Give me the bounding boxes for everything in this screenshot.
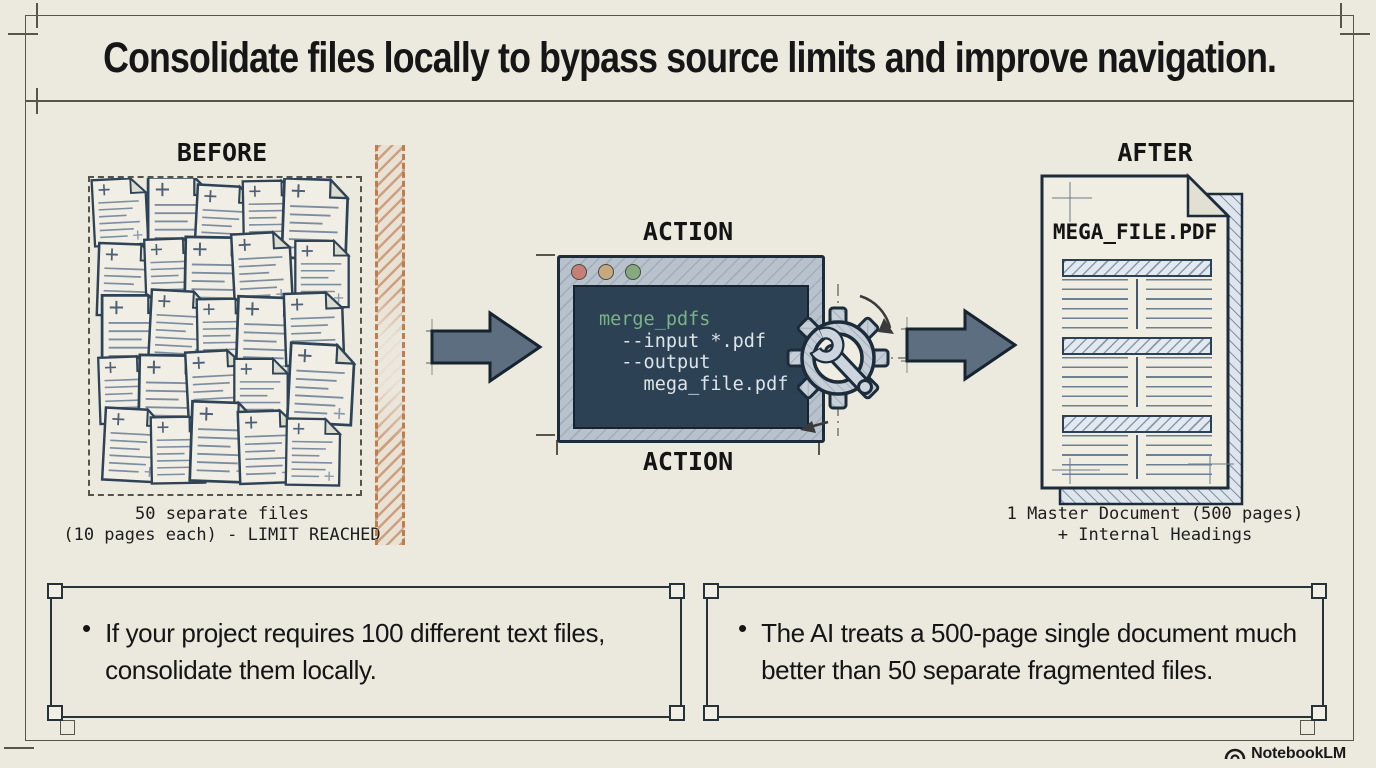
- column-divider: [1136, 279, 1138, 329]
- box-corner-square: [1311, 583, 1327, 599]
- tick-mark: [556, 440, 558, 455]
- tick-mark: [1340, 33, 1370, 35]
- before-label: BEFORE: [176, 138, 268, 167]
- code-line-2: --input *.pdf: [599, 330, 767, 352]
- title-divider-line: [25, 100, 1354, 102]
- file-icon: [100, 405, 166, 484]
- after-caption: 1 Master Document (500 pages) + Internal…: [985, 504, 1325, 546]
- minimize-dot-icon: [598, 264, 614, 280]
- note-box-left: • If your project requires 100 different…: [47, 583, 685, 721]
- bullet-icon: •: [738, 613, 748, 643]
- terminal-code: merge_pdfs --input *.pdf --output mega_f…: [599, 309, 788, 395]
- file-icon: [285, 340, 357, 427]
- terminal-screen: merge_pdfs --input *.pdf --output mega_f…: [573, 285, 809, 429]
- before-caption-line1: 50 separate files: [135, 504, 309, 524]
- file-icon: [90, 178, 150, 248]
- frame-corner-square: [60, 720, 75, 735]
- page-title-text: Consolidate files locally to bypass sour…: [103, 33, 1277, 82]
- mega-file-document: MEGA_FILE.PDF: [1038, 172, 1248, 510]
- frame-corner-square: [1300, 720, 1315, 735]
- column-divider: [1136, 435, 1138, 479]
- limit-barrier-strip: [375, 145, 405, 545]
- box-corner-square: [47, 705, 63, 721]
- file-icon: [293, 239, 351, 309]
- action-label-bottom: ACTION: [642, 447, 734, 476]
- before-files: [90, 178, 360, 494]
- after-label: AFTER: [1117, 138, 1193, 167]
- tick-mark: [818, 440, 820, 455]
- heading-bar: [1062, 337, 1212, 355]
- note-right-text: The AI treats a 500-page single document…: [761, 618, 1297, 685]
- arrow-right-icon: [426, 310, 543, 384]
- before-caption: 50 separate files (10 pages each) - LIMI…: [40, 504, 404, 546]
- bullet-icon: •: [82, 613, 92, 643]
- text-lines: [1145, 357, 1212, 407]
- text-lines: [1145, 435, 1212, 479]
- doc-title: MEGA_FILE.PDF: [1052, 220, 1218, 244]
- brand-label: NotebookLM: [1251, 745, 1346, 762]
- tick-mark: [1340, 3, 1342, 28]
- file-icon: [229, 229, 295, 308]
- gear-wrench-icon: [776, 284, 906, 436]
- code-line-1: merge_pdfs: [599, 309, 711, 330]
- tick-mark: [36, 88, 38, 114]
- close-dot-icon: [571, 264, 587, 280]
- before-caption-line2: (10 pages each) - LIMIT REACHED: [63, 525, 381, 545]
- blueprint-frame: [25, 15, 1354, 741]
- after-caption-line2: + Internal Headings: [1057, 525, 1253, 545]
- maximize-dot-icon: [625, 264, 641, 280]
- tick-mark: [8, 33, 38, 35]
- box-corner-square: [47, 583, 63, 599]
- text-columns: [1062, 357, 1212, 407]
- box-corner-square: [669, 705, 685, 721]
- text-lines: [1062, 357, 1129, 407]
- text-lines: [1062, 435, 1129, 479]
- tick-mark: [536, 254, 555, 256]
- notebooklm-brand: NotebookLM: [1224, 745, 1346, 763]
- page-title: Consolidate files locally to bypass sour…: [28, 18, 1352, 98]
- tick-mark: [36, 3, 38, 28]
- box-corner-square: [669, 583, 685, 599]
- text-columns: [1062, 279, 1212, 329]
- after-caption-line1: 1 Master Document (500 pages): [1006, 504, 1304, 524]
- notebooklm-logo-icon: [1224, 748, 1246, 760]
- box-corner-square: [1311, 705, 1327, 721]
- arrow-right-icon: [901, 308, 1018, 382]
- note-box-right: • The AI treats a 500-page single docume…: [703, 583, 1327, 721]
- code-line-3: --output: [599, 352, 711, 373]
- note-left-text: If your project requires 100 different t…: [105, 618, 605, 685]
- text-lines: [1145, 279, 1212, 329]
- code-line-4: mega_file.pdf: [599, 373, 789, 395]
- box-corner-square: [703, 583, 719, 599]
- window-traffic-lights: [571, 264, 641, 280]
- text-columns: [1062, 435, 1212, 479]
- text-lines: [1062, 279, 1129, 329]
- heading-bar: [1062, 259, 1212, 277]
- column-divider: [1136, 357, 1138, 407]
- action-label-top: ACTION: [642, 217, 734, 246]
- file-icon: [284, 416, 343, 488]
- tick-mark: [536, 434, 555, 436]
- terminal-window: merge_pdfs --input *.pdf --output mega_f…: [557, 255, 825, 443]
- box-corner-square: [703, 705, 719, 721]
- tick-mark: [4, 747, 34, 749]
- heading-bar: [1062, 415, 1212, 433]
- before-files-box: [88, 176, 362, 496]
